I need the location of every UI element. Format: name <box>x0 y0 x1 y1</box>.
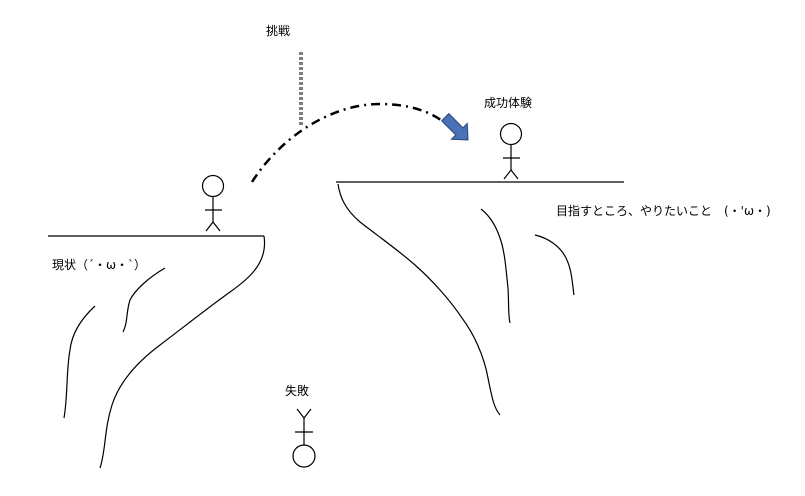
challenge-label: 挑戦 <box>266 24 291 38</box>
jump-trajectory <box>250 102 447 183</box>
left-cliff-crack-main <box>99 235 266 469</box>
stick-figure-fallen <box>292 408 316 468</box>
failure-label: 失敗 <box>285 384 310 398</box>
goal-label: 目指すところ、やりたいこと (・'ω・) <box>556 204 771 218</box>
success-label: 成功体験 <box>484 96 533 110</box>
left-cliff-crack-2 <box>122 267 166 333</box>
right-cliff-crack-2 <box>480 208 511 324</box>
right-cliff-crack-main <box>337 183 501 416</box>
right-cliff-crack-3 <box>534 234 575 296</box>
stick-figure-current <box>201 174 225 232</box>
left-cliff-crack-3 <box>63 305 96 419</box>
arrow-icon <box>440 112 469 141</box>
current-state-label: 現状（´・ω・`） <box>52 258 147 272</box>
stick-figure-success <box>499 122 523 180</box>
